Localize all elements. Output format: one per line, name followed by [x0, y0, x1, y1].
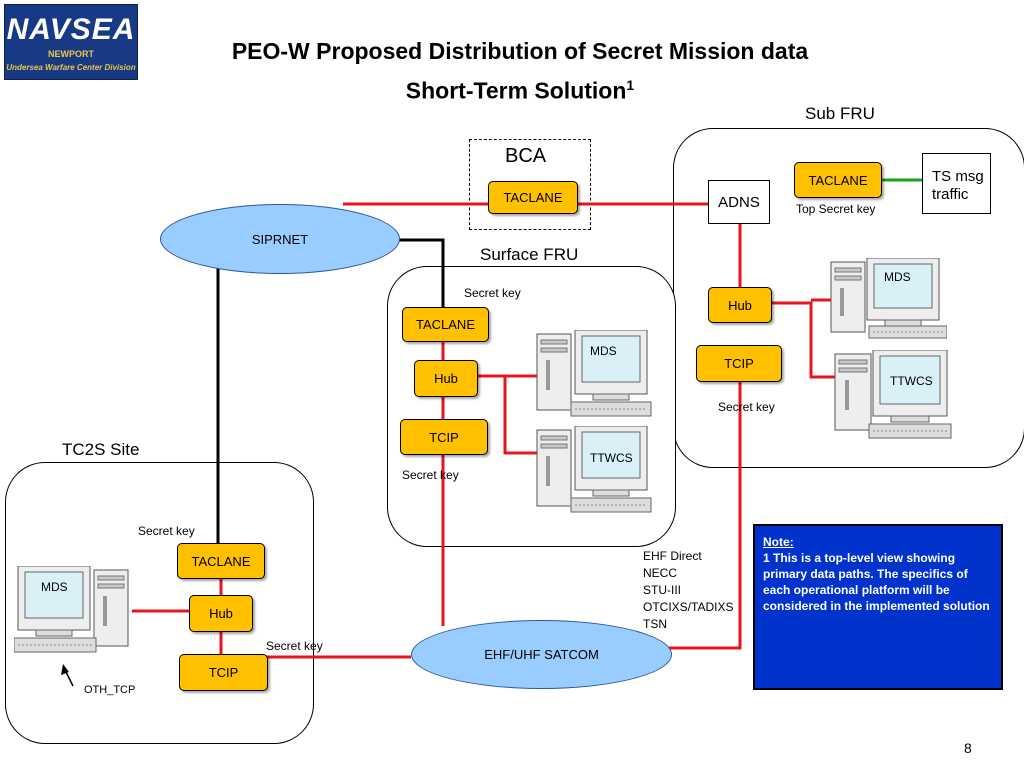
sub-tcip-satcom-link	[668, 381, 742, 650]
sub-mds-label: MDS	[884, 270, 911, 284]
sub-taclane: TACLANE	[794, 162, 882, 198]
title-line-1: PEO-W Proposed Distribution of Secret Mi…	[231, 38, 809, 64]
note-title: Note:	[763, 535, 794, 549]
logo-text: NAVSEA	[6, 13, 136, 46]
tc2s-mds-computer	[14, 566, 129, 653]
satcom-cloud: EHF/UHF SATCOM	[411, 620, 672, 689]
page-title: PEO-W Proposed Distribution of Secret Mi…	[150, 34, 890, 108]
title-line-2-text: Short-Term Solution	[405, 77, 627, 104]
bca-taclane: TACLANE	[488, 181, 578, 214]
tc2s-hub: Hub	[189, 595, 253, 632]
navsea-logo: NAVSEA NEWPORT Undersea Warfare Center D…	[4, 4, 138, 80]
satcom-link-item: STU-III	[643, 583, 681, 597]
siprnet-surface-link	[398, 238, 445, 307]
satcom-link-item: OTCIXS/TADIXS	[643, 600, 734, 614]
tc2s-taclane: TACLANE	[177, 543, 265, 579]
sub-mds-computer	[830, 258, 947, 339]
satcom-link-list: EHF Direct NECC STU-III OTCIXS/TADIXS TS…	[643, 548, 733, 633]
satcom-secret-key-label: Secret key	[266, 639, 323, 653]
surf-tcip: TCIP	[400, 419, 488, 455]
surf-hub: Hub	[414, 360, 478, 397]
surf-hub-ttwcs-link	[503, 376, 545, 455]
sub-hub: Hub	[708, 287, 772, 323]
title-footnote: 1	[626, 77, 635, 93]
satcom-link-item: EHF Direct	[643, 549, 702, 563]
tc2s-tcip: TCIP	[179, 654, 268, 691]
tc2s-mds-label: MDS	[41, 580, 68, 594]
oth-tcp-label: OTH_TCP	[84, 684, 136, 696]
tc2s-site-label: TC2S Site	[62, 440, 140, 459]
surf-secret-key-bottom-label: Secret key	[402, 468, 459, 482]
logo-division: Undersea Warfare Center Division	[6, 63, 136, 72]
oth-tcp-arrowhead	[61, 664, 69, 675]
sub-fru-label: Sub FRU	[805, 104, 875, 123]
satcom-link-item: NECC	[643, 566, 678, 580]
sub-secret-key-label: Secret key	[718, 400, 775, 414]
bca-region	[469, 139, 591, 230]
surf-taclane: TACLANE	[402, 307, 489, 342]
surf-ttwcs-computer	[536, 426, 652, 513]
tc2s-secret-key-label: Secret key	[138, 524, 195, 538]
logo-sub: NEWPORT	[48, 49, 94, 59]
surf-mds-computer	[536, 330, 652, 417]
sub-tcip: TCIP	[696, 345, 782, 382]
surface-fru-label: Surface FRU	[480, 245, 579, 264]
bca-label: BCA	[505, 145, 547, 167]
adns-box: ADNS	[708, 180, 770, 224]
sub-ttwcs-label: TTWCS	[890, 374, 933, 388]
surf-secret-key-top-label: Secret key	[464, 286, 521, 300]
note-text: 1 This is a top-level view showing prima…	[763, 551, 990, 613]
ts-msg-box: TS msg traffic	[922, 153, 991, 214]
satcom-link-item: TSN	[643, 617, 667, 631]
surf-mds-label: MDS	[590, 344, 617, 358]
page-number: 8	[964, 740, 972, 756]
ts-msg-text: TS msg traffic	[932, 168, 984, 203]
siprnet-cloud: SIPRNET	[160, 204, 400, 274]
surf-ttwcs-label: TTWCS	[590, 451, 633, 465]
note-box: Note: 1 This is a top-level view showing…	[753, 524, 1003, 690]
title-line-2: Short-Term Solution1	[150, 68, 890, 108]
sub-ttwcs-computer	[834, 350, 952, 439]
sub-hub-computers-link	[770, 301, 838, 379]
top-secret-key-label: Top Secret key	[796, 202, 876, 216]
